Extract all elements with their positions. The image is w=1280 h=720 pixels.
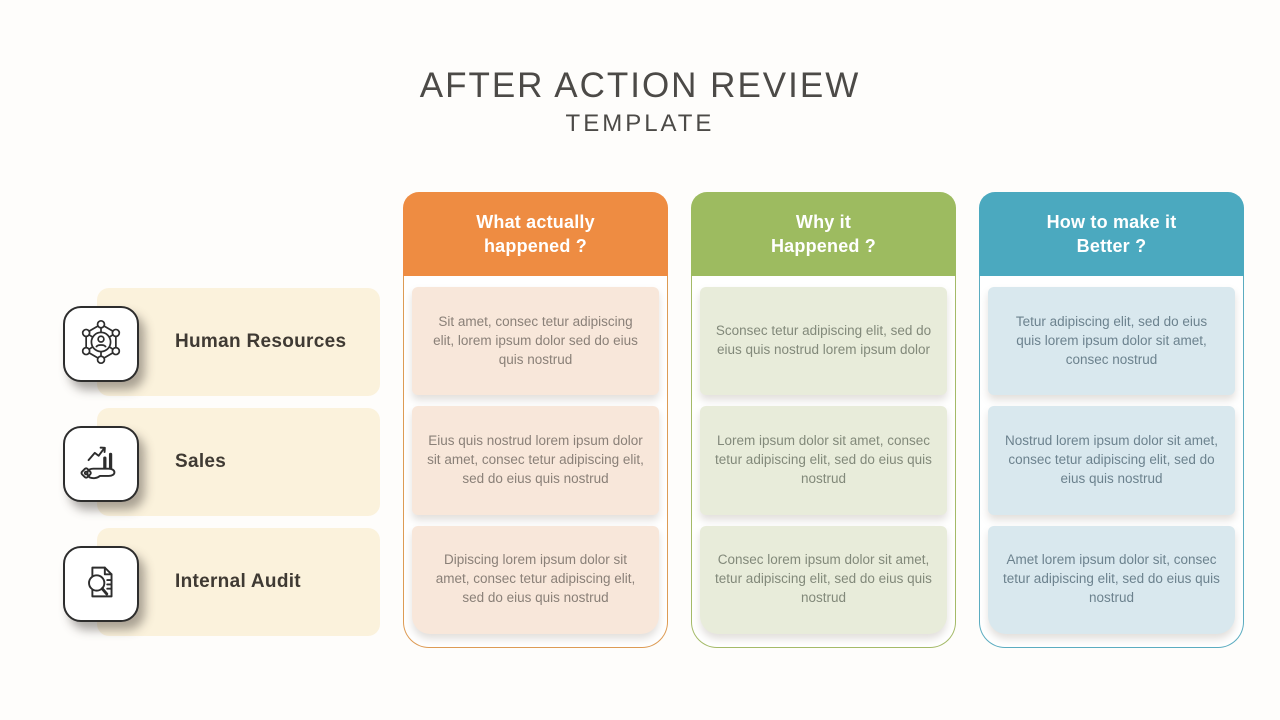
column-how-to-make-it-better: How to make it Better ? Tetur adipiscing… — [979, 192, 1244, 648]
category-band-human-resources: Human Resources — [97, 288, 380, 396]
hand-growth-chart-icon — [78, 439, 124, 490]
review-cell: Tetur adipiscing elit, sed do eius quis … — [988, 287, 1235, 396]
column-body: Sconsec tetur adipiscing elit, sed do ei… — [691, 276, 956, 648]
review-cell: Sit amet, consec tetur adipiscing elit, … — [412, 287, 659, 396]
column-header: How to make it Better ? — [979, 192, 1244, 276]
review-cell: Amet lorem ipsum dolor sit, consec tetur… — [988, 525, 1235, 634]
column-body: Tetur adipiscing elit, sed do eius quis … — [979, 276, 1244, 648]
category-band-sales: Sales — [97, 408, 380, 516]
column-header-line: Better ? — [1076, 236, 1147, 256]
column-header: Why it Happened ? — [691, 192, 956, 276]
review-cell: Sconsec tetur adipiscing elit, sed do ei… — [700, 287, 947, 396]
icon-box-internal-audit — [63, 546, 139, 622]
page-subtitle: TEMPLATE — [565, 110, 715, 137]
icon-box-human-resources — [63, 306, 139, 382]
review-cell: Lorem ipsum dolor sit amet, consec tetur… — [700, 406, 947, 515]
review-cell: Consec lorem ipsum dolor sit amet, tetur… — [700, 525, 947, 634]
category-band-internal-audit: Internal Audit — [97, 528, 380, 636]
review-cell: Eius quis nostrud lorem ipsum dolor sit … — [412, 406, 659, 515]
column-body: Sit amet, consec tetur adipiscing elit, … — [403, 276, 668, 648]
document-magnifier-icon — [78, 559, 124, 610]
column-what-actually-happened: What actually happened ? Sit amet, conse… — [403, 192, 668, 648]
category-label: Human Resources — [175, 331, 347, 352]
network-people-icon — [78, 319, 124, 370]
page-title: AFTER ACTION REVIEW — [419, 66, 861, 105]
review-cell: Dipiscing lorem ipsum dolor sit amet, co… — [412, 525, 659, 634]
column-header-line: What actually — [476, 211, 595, 232]
column-why-it-happened: Why it Happened ? Sconsec tetur adipisci… — [691, 192, 956, 648]
column-header-line: happened ? — [483, 236, 587, 256]
icon-box-sales — [63, 426, 139, 502]
column-header-line: How to make it — [1046, 211, 1177, 232]
column-header-line: Why it — [795, 211, 852, 232]
category-label: Internal Audit — [175, 571, 301, 592]
column-header-line: Happened ? — [770, 236, 876, 256]
review-cell: Nostrud lorem ipsum dolor sit amet, cons… — [988, 406, 1235, 515]
category-label: Sales — [175, 451, 227, 472]
column-header: What actually happened ? — [403, 192, 668, 276]
